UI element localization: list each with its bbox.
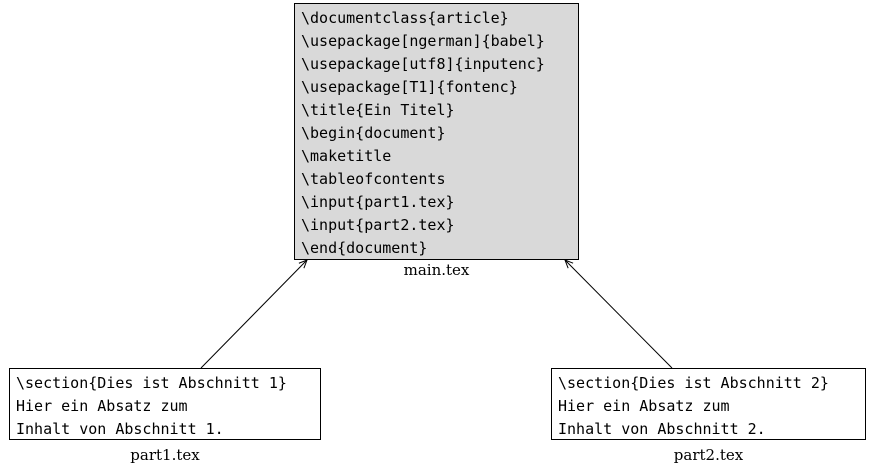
code-line: \usepackage[utf8]{inputenc} bbox=[301, 55, 545, 73]
arrow-part2-to-main bbox=[565, 260, 673, 369]
code-line: \end{document} bbox=[301, 239, 428, 257]
code-line: Hier ein Absatz zum bbox=[16, 397, 188, 415]
code-line: \section{Dies ist Abschnitt 2} bbox=[558, 374, 829, 392]
code-line: \documentclass{article} bbox=[301, 9, 509, 27]
code-line: \title{Ein Titel} bbox=[301, 101, 455, 119]
code-line: \usepackage[T1]{fontenc} bbox=[301, 78, 518, 96]
code-line: \begin{document} bbox=[301, 124, 446, 142]
code-line: \tableofcontents bbox=[301, 170, 446, 188]
part1-tex-caption: part1.tex bbox=[130, 446, 200, 464]
code-line: \section{Dies ist Abschnitt 1} bbox=[16, 374, 287, 392]
code-line: \usepackage[ngerman]{babel} bbox=[301, 32, 545, 50]
arrow-part1-to-main bbox=[200, 260, 307, 369]
code-line: \input{part1.tex} bbox=[301, 193, 455, 211]
code-line: Inhalt von Abschnitt 2. bbox=[558, 420, 766, 438]
code-line: \input{part2.tex} bbox=[301, 216, 455, 234]
main-tex-code-box: \documentclass{article} \usepackage[nger… bbox=[294, 3, 579, 260]
part2-tex-code-box: \section{Dies ist Abschnitt 2} Hier ein … bbox=[551, 368, 866, 440]
main-tex-caption: main.tex bbox=[403, 261, 470, 279]
part1-tex-code-box: \section{Dies ist Abschnitt 1} Hier ein … bbox=[9, 368, 321, 440]
code-line: Inhalt von Abschnitt 1. bbox=[16, 420, 224, 438]
code-line: Hier ein Absatz zum bbox=[558, 397, 730, 415]
part2-tex-caption: part2.tex bbox=[673, 446, 744, 464]
code-line: \maketitle bbox=[301, 147, 392, 165]
